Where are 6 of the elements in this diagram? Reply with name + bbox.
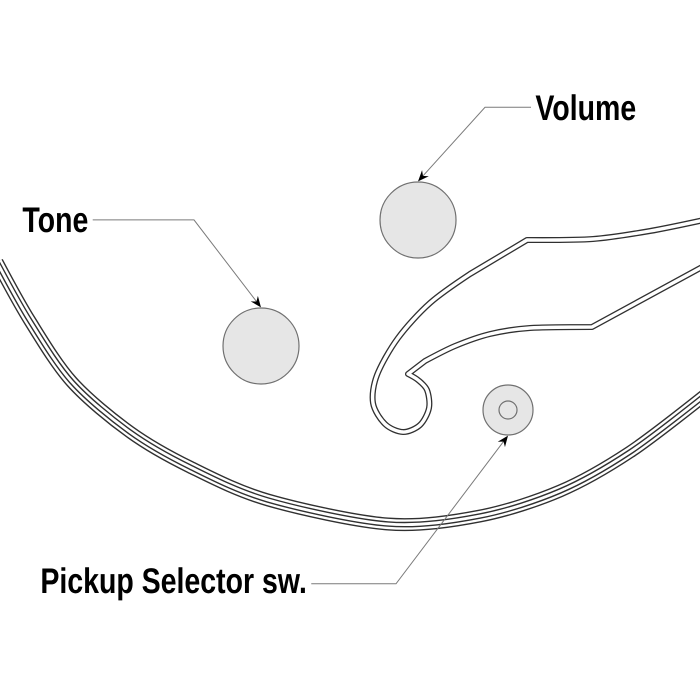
control-knob [379,181,457,259]
callout-label: Pickup Selector sw. [42,567,305,600]
selector-switch [482,384,534,436]
callout-label: Volume [536,94,636,120]
control-knob [222,307,300,385]
callout-label: Tone [22,208,88,232]
